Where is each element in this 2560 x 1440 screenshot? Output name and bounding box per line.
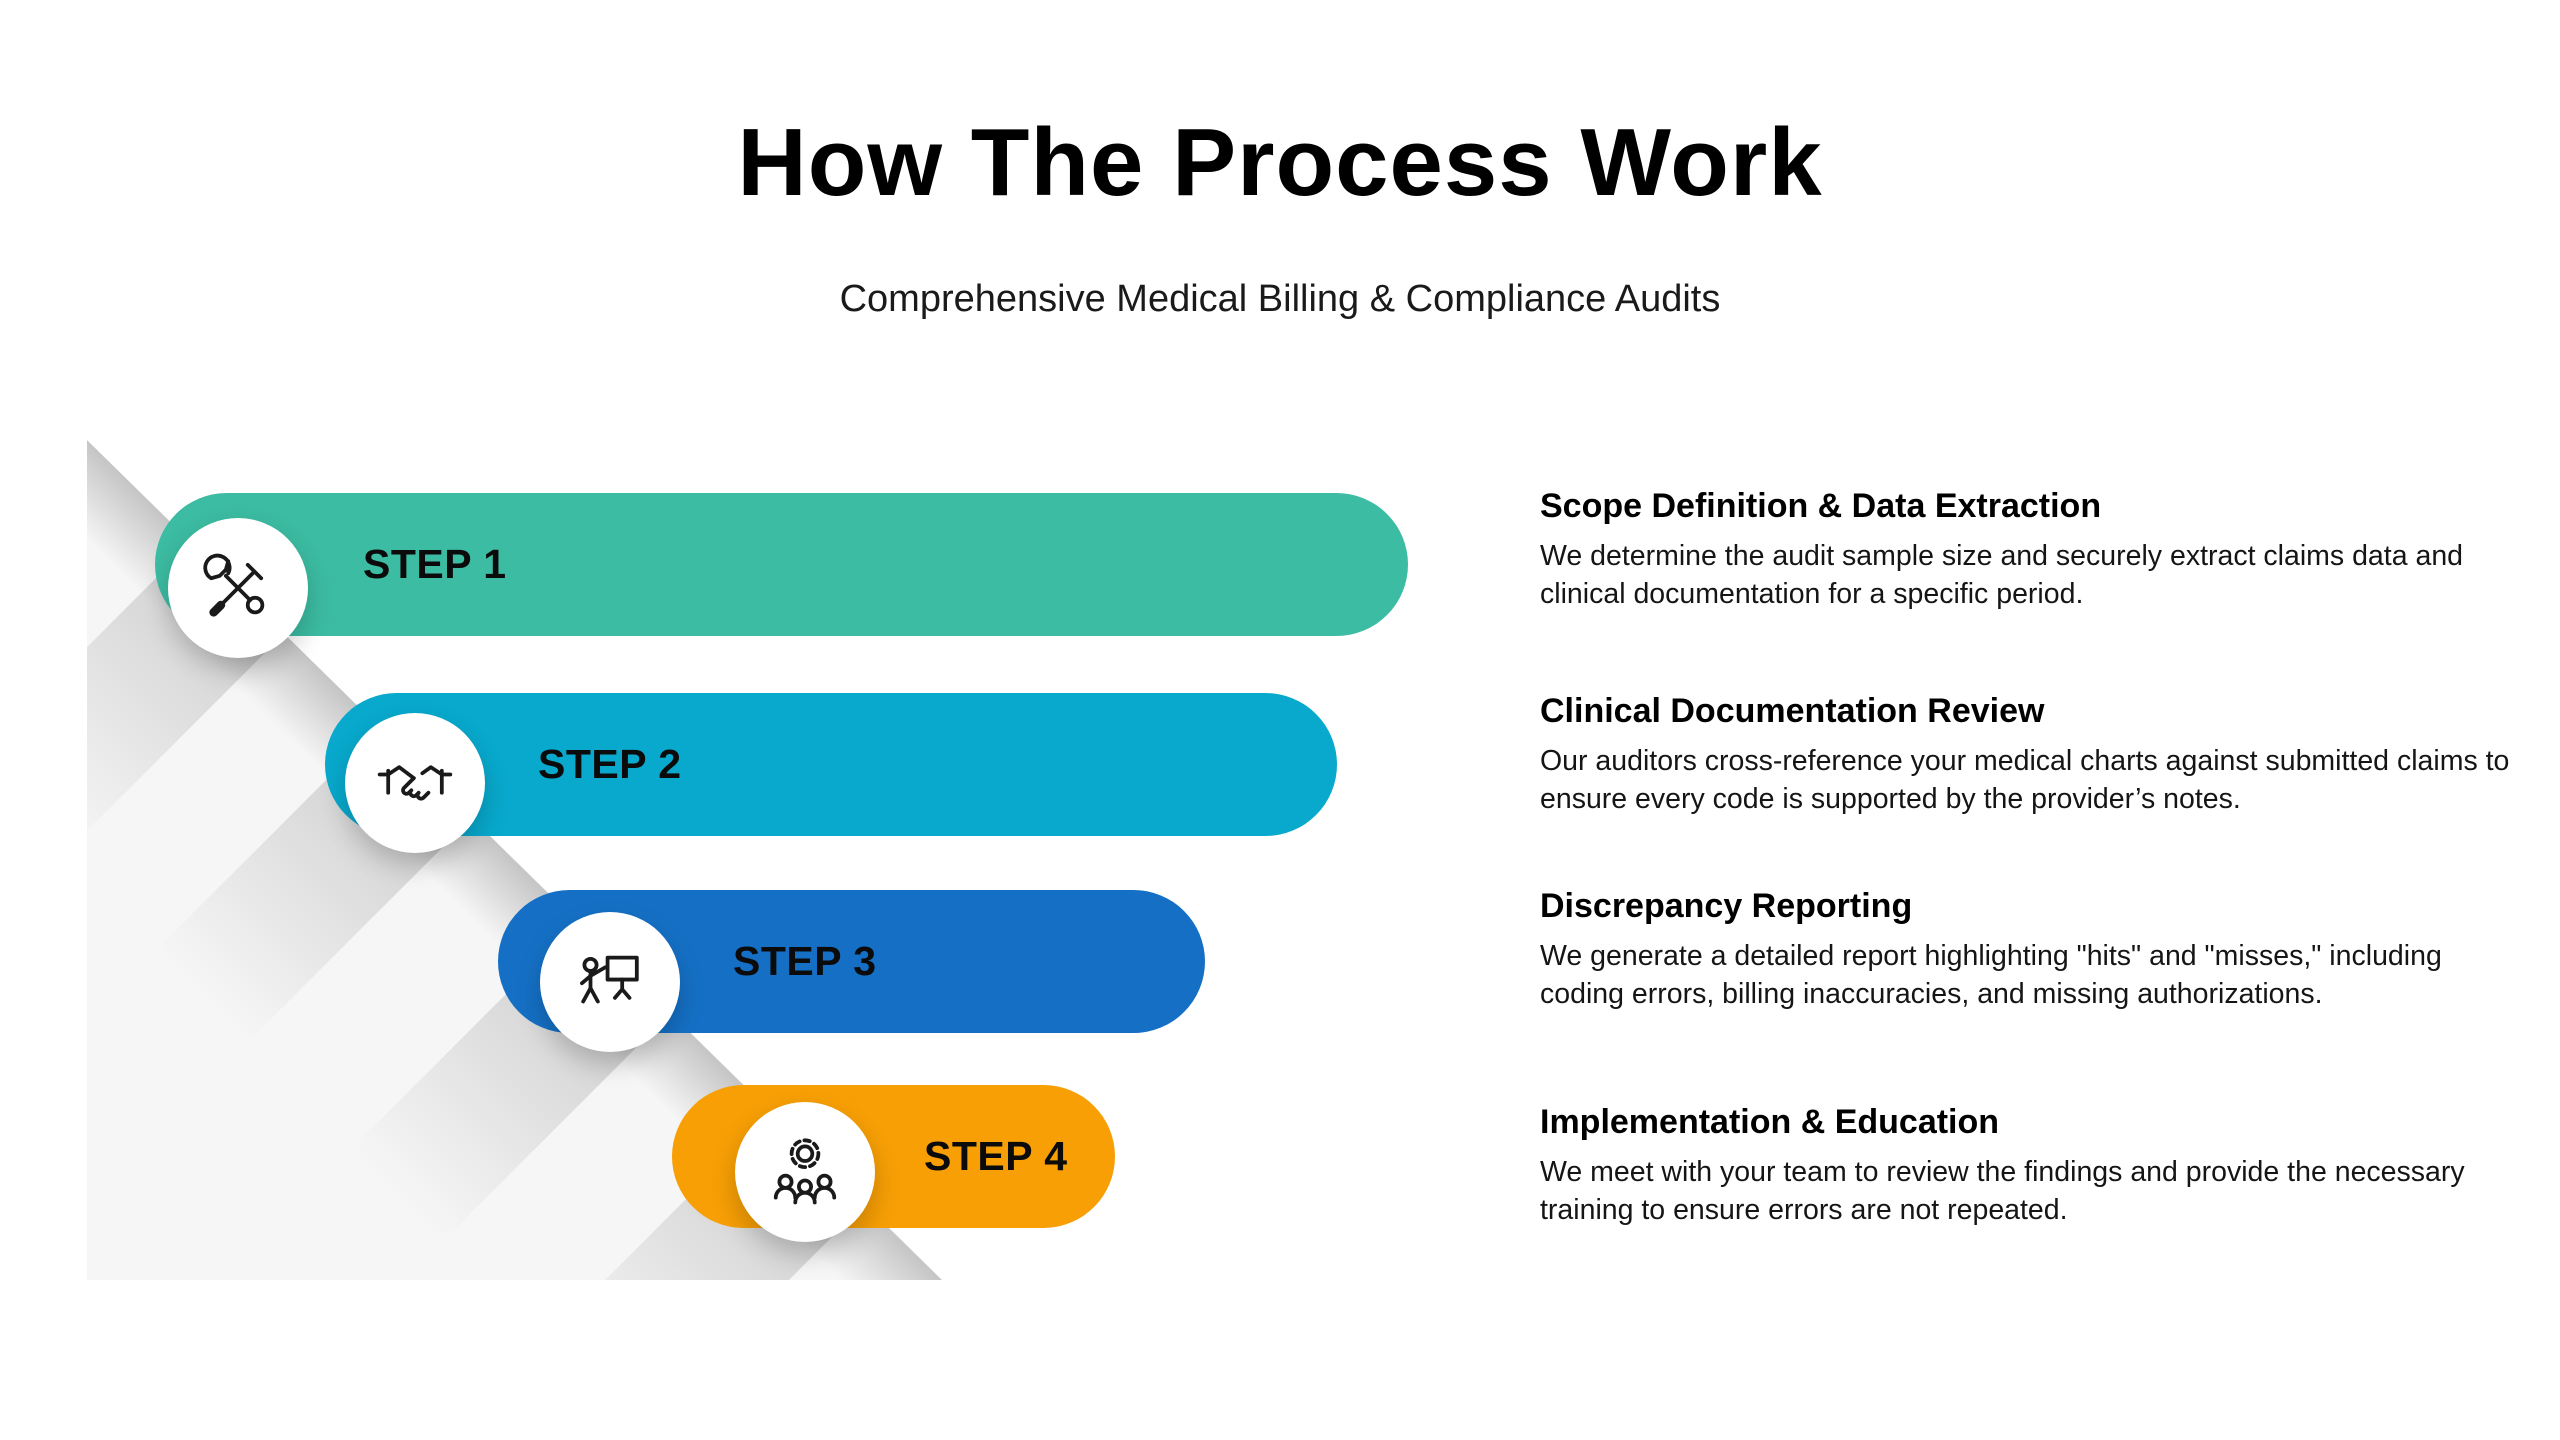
info-heading-2: Clinical Documentation Review bbox=[1540, 692, 2045, 730]
step1-icon-circle bbox=[168, 518, 308, 658]
info-description-4: We meet with your team to review the fin… bbox=[1540, 1156, 2465, 1226]
handshake-icon bbox=[377, 765, 453, 801]
info-description-1: We determine the audit sample size and s… bbox=[1540, 540, 2464, 610]
info-block-3: Discrepancy Reporting We generate a deta… bbox=[1540, 887, 2515, 1014]
tools-icon bbox=[203, 553, 265, 617]
presenter-icon bbox=[580, 955, 639, 1004]
step2-icon-circle bbox=[345, 713, 485, 853]
step-bar-1: STEP 1 bbox=[155, 493, 1408, 636]
step3-icon-circle bbox=[540, 912, 680, 1052]
step-label-2: STEP 2 bbox=[538, 741, 682, 787]
step-label-4: STEP 4 bbox=[924, 1133, 1068, 1179]
step-label-3: STEP 3 bbox=[733, 938, 877, 984]
team-gear-icon bbox=[773, 1138, 837, 1205]
info-description-3: We generate a detailed report highlighti… bbox=[1540, 940, 2442, 1010]
info-block-4: Implementation & Education We meet with … bbox=[1540, 1103, 2515, 1230]
page-subtitle: Comprehensive Medical Billing & Complian… bbox=[839, 278, 1721, 320]
step-label-1: STEP 1 bbox=[363, 541, 507, 587]
info-block-1: Scope Definition & Data Extraction We de… bbox=[1540, 487, 2515, 614]
info-heading-4: Implementation & Education bbox=[1540, 1103, 2000, 1141]
info-heading-3: Discrepancy Reporting bbox=[1540, 887, 1913, 925]
step-bar-2: STEP 2 bbox=[325, 693, 1337, 836]
info-heading-1: Scope Definition & Data Extraction bbox=[1540, 487, 2102, 525]
page-title: How The Process Work bbox=[737, 109, 1823, 216]
info-block-2: Clinical Documentation Review Our audito… bbox=[1540, 692, 2515, 819]
step4-icon-circle bbox=[735, 1102, 875, 1242]
info-description-2: Our auditors cross-reference your medica… bbox=[1540, 745, 2510, 815]
